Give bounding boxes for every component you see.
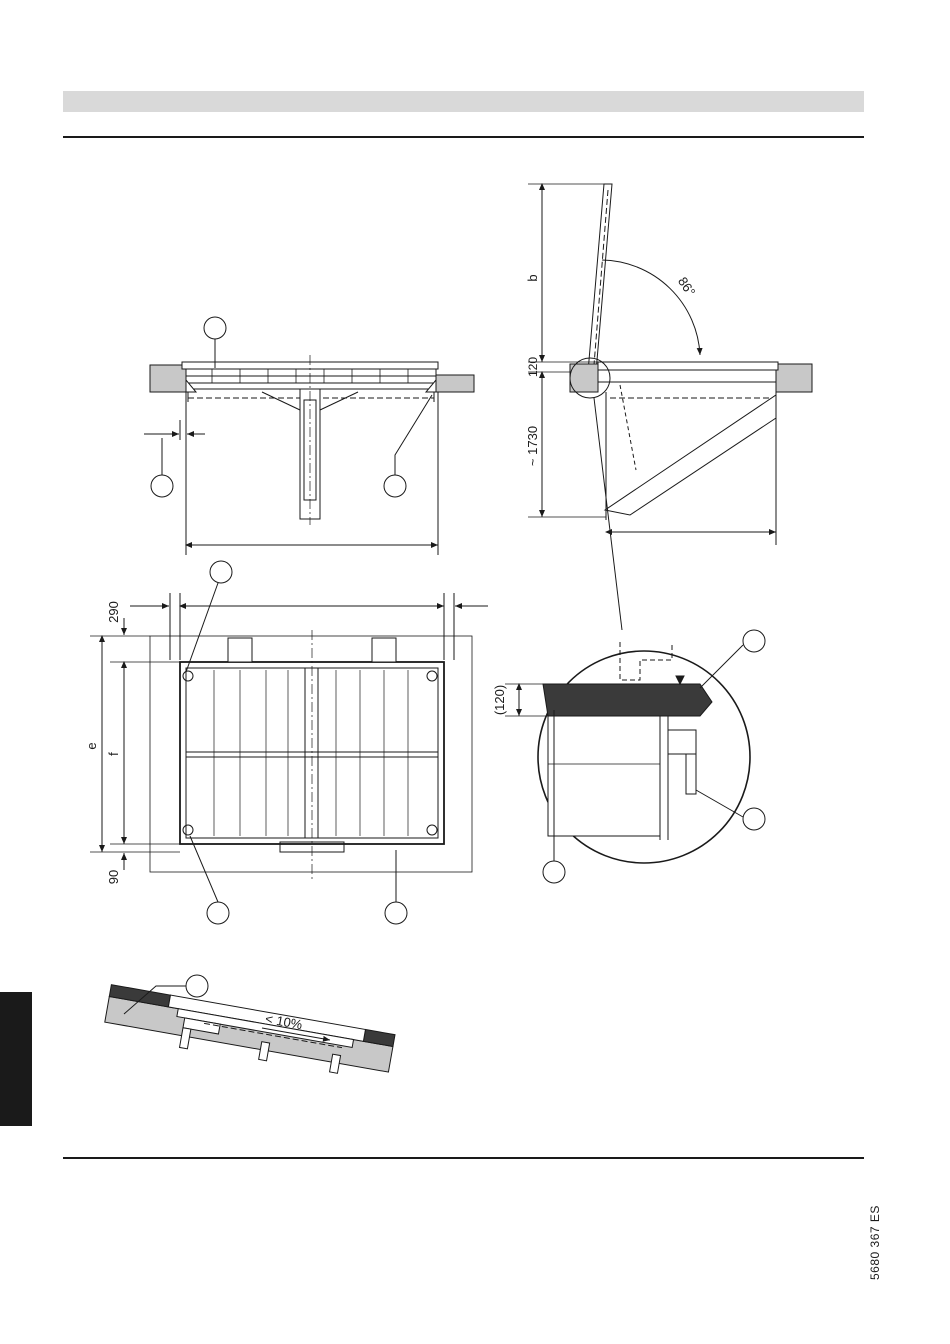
label-120: 120 bbox=[526, 357, 540, 377]
slope-view bbox=[103, 975, 395, 1084]
label-f: f bbox=[106, 752, 121, 756]
label-b: b bbox=[525, 274, 540, 281]
label-120-paren: (120) bbox=[492, 685, 507, 715]
front-elevation-view bbox=[144, 317, 474, 555]
label-90: 90 bbox=[106, 870, 121, 884]
label-angle-86: 86° bbox=[675, 274, 698, 299]
label-1730: ~ 1730 bbox=[525, 426, 540, 466]
side-section-view bbox=[528, 184, 812, 630]
plan-view bbox=[90, 561, 488, 924]
detail-view bbox=[505, 630, 765, 883]
label-290: 290 bbox=[106, 601, 121, 623]
label-e: e bbox=[84, 742, 99, 749]
